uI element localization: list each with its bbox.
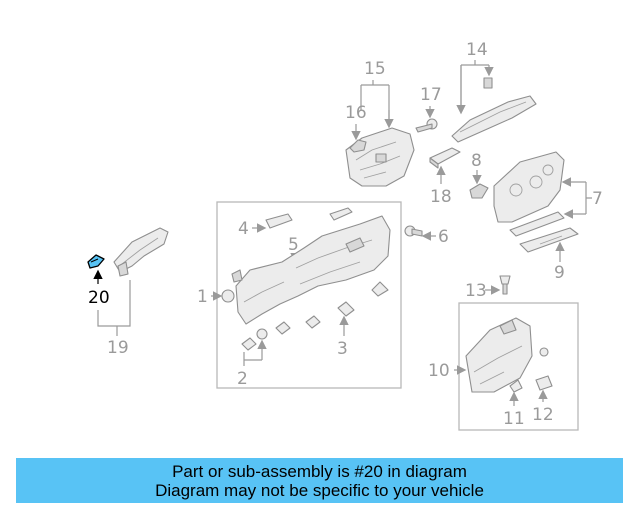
callout-13: 13 — [465, 281, 487, 301]
part-1-shape[interactable] — [221, 289, 235, 303]
part-3-shape[interactable] — [275, 281, 389, 335]
part-6-shape[interactable] — [404, 225, 423, 237]
banner-line-2: Diagram may not be specific to your vehi… — [155, 480, 484, 500]
part-19-shape[interactable] — [113, 227, 169, 277]
callout-20: 20 — [88, 288, 110, 308]
callout-15: 15 — [364, 59, 386, 79]
callout-4: 4 — [238, 219, 249, 239]
callout-12: 12 — [532, 405, 554, 425]
callout-7: 7 — [592, 189, 603, 209]
part-11-shape[interactable] — [509, 379, 523, 393]
leader-19 — [97, 280, 131, 336]
leader-15 — [360, 80, 390, 124]
callout-10: 10 — [428, 361, 450, 381]
callout-11: 11 — [503, 409, 525, 429]
part-14-shape[interactable] — [451, 77, 537, 143]
callout-14: 14 — [466, 40, 488, 60]
part-main-panel-shape[interactable] — [231, 215, 391, 325]
part-16-shape[interactable] — [349, 139, 367, 153]
callout-8: 8 — [471, 151, 482, 171]
callout-9: 9 — [554, 263, 565, 283]
leader-2 — [243, 352, 262, 366]
part-4-shape[interactable] — [265, 207, 353, 229]
part-8-shape[interactable] — [469, 183, 489, 199]
part-9-shape[interactable] — [519, 227, 579, 253]
callout-18: 18 — [430, 187, 452, 207]
part-17-shape[interactable] — [415, 118, 438, 133]
leader-14 — [460, 60, 489, 112]
leader-7 — [585, 182, 592, 214]
part-12-shape[interactable] — [535, 347, 553, 391]
part-18-shape[interactable] — [429, 147, 461, 169]
callout-6: 6 — [438, 227, 449, 247]
banner-line-1: Part or sub-assembly is #20 in diagram — [172, 461, 467, 481]
callout-5: 5 — [288, 235, 299, 255]
part-2-shape[interactable] — [241, 328, 268, 351]
part-7-shape[interactable] — [493, 151, 565, 237]
part-20-shape[interactable] — [87, 254, 105, 269]
part-13-shape[interactable] — [499, 275, 511, 295]
part-10-shape[interactable] — [465, 317, 533, 393]
callout-3: 3 — [337, 339, 348, 359]
callout-17: 17 — [420, 85, 442, 105]
callout-2: 2 — [237, 369, 248, 389]
callout-1: 1 — [197, 287, 208, 307]
callout-19: 19 — [107, 338, 129, 358]
info-banner: Part or sub-assembly is #20 in diagram D… — [16, 458, 623, 503]
callout-16: 16 — [345, 103, 367, 123]
